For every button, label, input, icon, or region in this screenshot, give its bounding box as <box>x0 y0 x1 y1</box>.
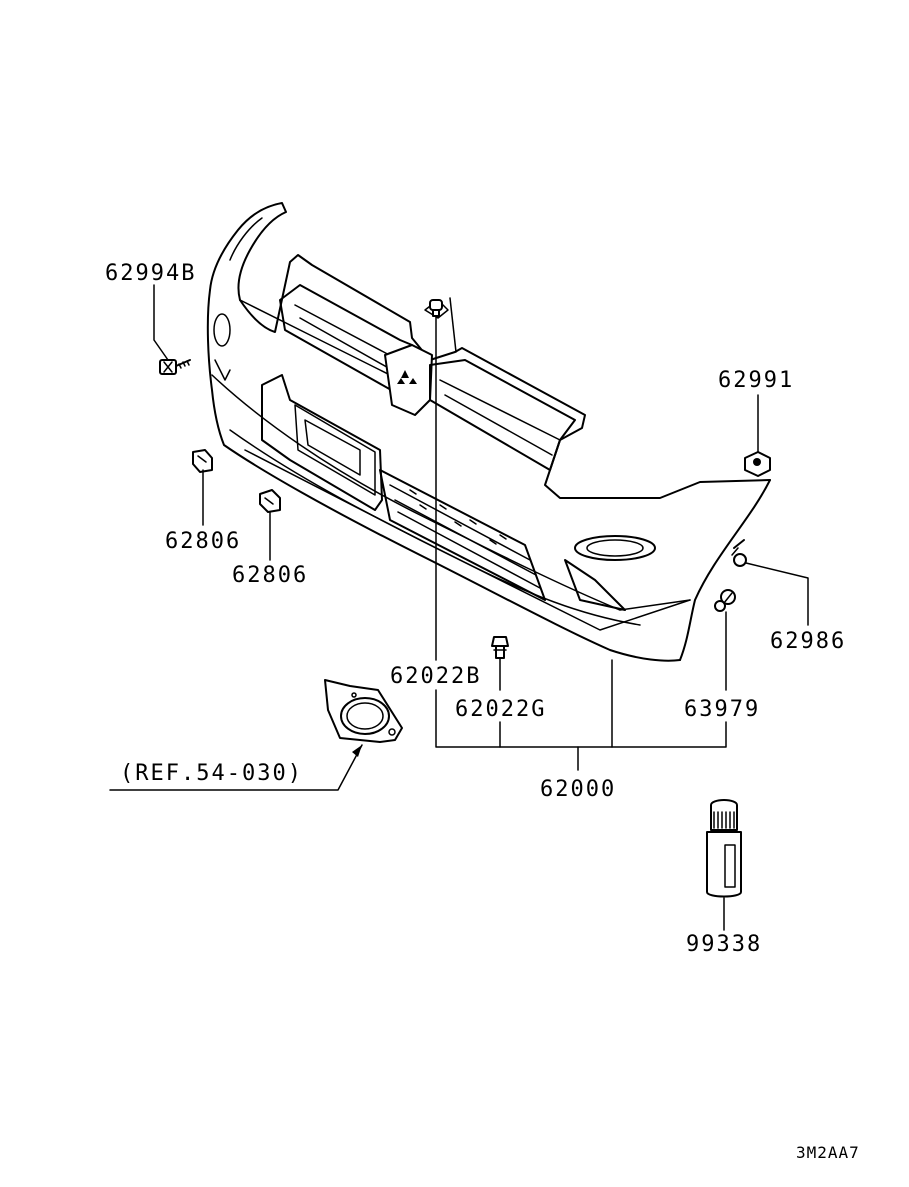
part-label-62022g: 62022G <box>455 697 546 722</box>
nut-62991-icon <box>744 451 771 477</box>
part-label-63979: 63979 <box>684 697 760 722</box>
part-label-99338: 99338 <box>686 932 762 957</box>
part-label-62806-lower: 62806 <box>232 563 308 588</box>
part-label-62000: 62000 <box>540 777 616 802</box>
touch-up-paint-bottle-icon <box>706 799 742 898</box>
part-label-62991: 62991 <box>718 368 794 393</box>
clip-63979-icon <box>714 589 736 612</box>
part-label-62986: 62986 <box>770 629 846 654</box>
diagram-code: 3M2AA7 <box>796 1143 860 1162</box>
part-label-62806-upper: 62806 <box>165 529 241 554</box>
screw-62994b-icon <box>159 359 191 375</box>
clip-62022b-icon <box>429 299 443 317</box>
reference-label: (REF.54-030) <box>120 761 303 786</box>
leader-lines <box>109 284 809 931</box>
part-label-62022b: 62022B <box>390 664 481 689</box>
part-label-62994b: 62994B <box>105 261 196 286</box>
clip-62806-lower-icon <box>259 489 281 513</box>
clip-62806-upper-icon <box>192 449 213 473</box>
screw-62986-icon <box>731 539 747 567</box>
front-bumper-illustration <box>206 202 771 662</box>
fog-lamp-gasket-illustration <box>324 679 403 743</box>
clip-62022g-icon <box>491 636 509 659</box>
